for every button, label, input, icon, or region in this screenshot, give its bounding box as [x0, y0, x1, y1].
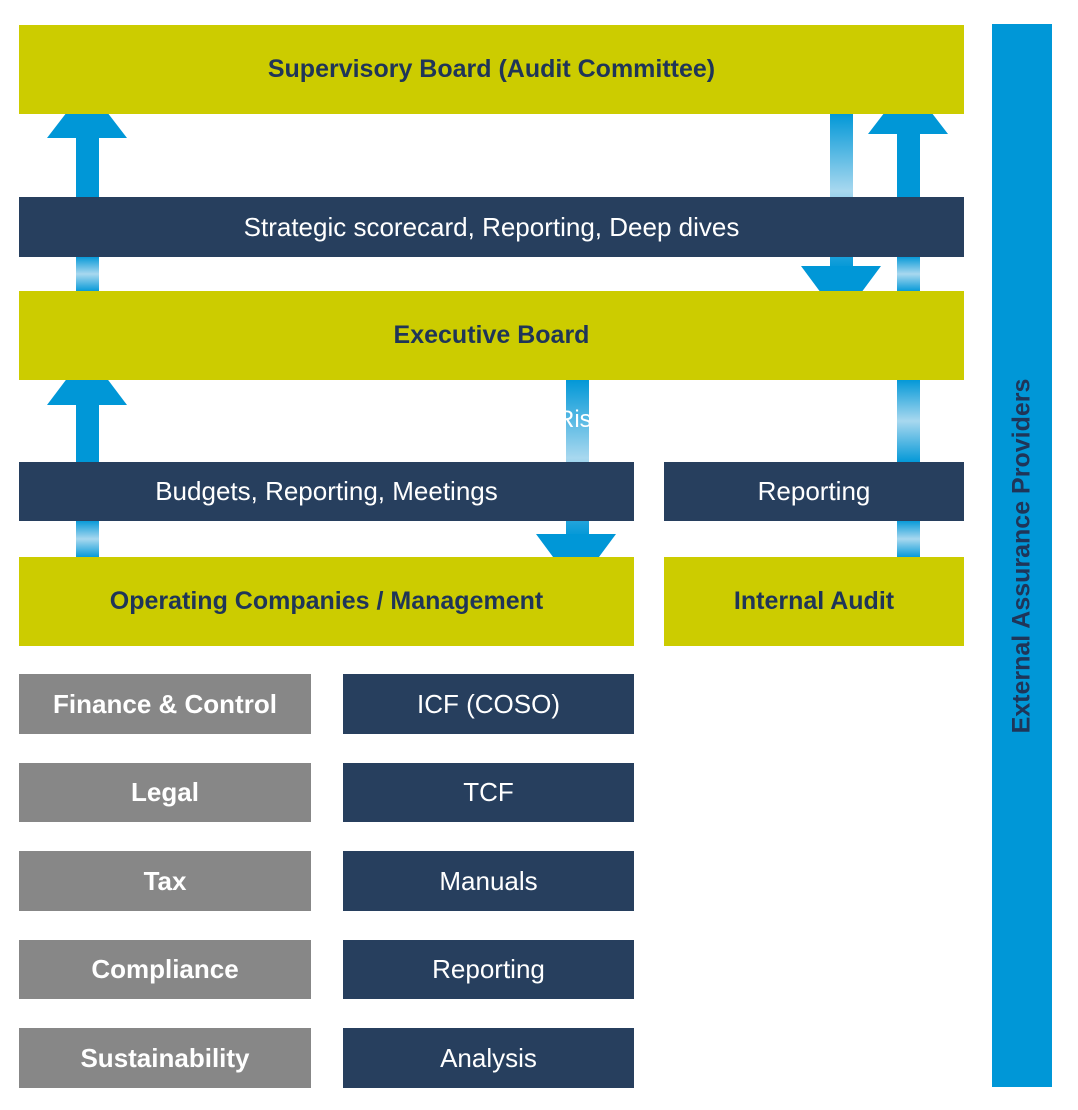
supervisory-board: Supervisory Board (Audit Committee): [19, 25, 964, 114]
instrument-label: Manuals: [439, 865, 538, 896]
supervisory-board-label: Supervisory Board (Audit Committee): [267, 55, 716, 83]
strategic-reporting-label: Strategic scorecard, Reporting, Deep div…: [243, 211, 740, 242]
instrument-label: Analysis: [440, 1042, 537, 1073]
audit-reporting-label: Reporting: [757, 476, 871, 506]
internal-audit: Internal Audit: [664, 557, 964, 646]
operating-companies: Operating Companies / Management: [19, 557, 634, 646]
instrument-analysis: Analysis: [343, 1028, 634, 1088]
function-compliance: Compliance: [19, 940, 311, 999]
strategic-reporting-bar: Strategic scorecard, Reporting, Deep div…: [19, 197, 964, 257]
audit-reporting-bar: Reporting: [664, 462, 964, 521]
function-tax: Tax: [19, 851, 311, 911]
function-label: Sustainability: [80, 1042, 250, 1073]
function-label: Tax: [143, 865, 187, 896]
instrument-icf-coso: ICF (COSO): [343, 674, 634, 734]
arrow-up-icon: [47, 352, 127, 558]
function-label: Compliance: [91, 954, 239, 984]
function-legal: Legal: [19, 763, 311, 822]
function-sustainability: Sustainability: [19, 1028, 311, 1088]
instrument-manuals: Manuals: [343, 851, 634, 911]
instrument-label: TCF: [463, 777, 514, 807]
instrument-reporting: Reporting: [343, 940, 634, 999]
arrow-up-icon: [47, 86, 127, 296]
internal-audit-label: Internal Audit: [733, 587, 895, 615]
instrument-label: Reporting: [432, 954, 545, 984]
external-assurance-label: External Assurance Providers: [1007, 378, 1036, 733]
executive-board: Executive Board: [19, 291, 964, 380]
budgets-reporting-label: Budgets, Reporting, Meetings: [155, 476, 498, 506]
function-label: Finance & Control: [53, 688, 277, 719]
partially-hidden-label: Ris: [557, 406, 592, 433]
external-assurance-bar: External Assurance Providers: [992, 24, 1052, 1087]
budgets-reporting-bar: Budgets, Reporting, Meetings: [19, 462, 634, 521]
function-label: Legal: [131, 777, 199, 807]
executive-board-label: Executive Board: [393, 321, 590, 349]
function-finance-control: Finance & Control: [19, 674, 311, 734]
instrument-tcf: TCF: [343, 763, 634, 822]
instrument-label: ICF (COSO): [417, 688, 560, 719]
operating-companies-label: Operating Companies / Management: [109, 587, 544, 615]
